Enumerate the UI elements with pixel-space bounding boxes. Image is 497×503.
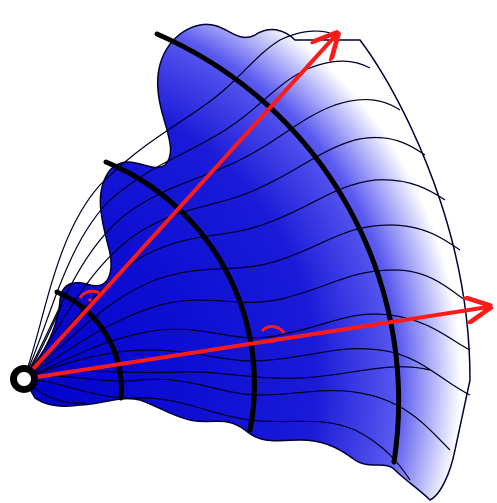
field-line xyxy=(23,269,466,380)
right-angle-dot-lower xyxy=(271,339,275,343)
rays xyxy=(22,35,488,381)
field-line xyxy=(23,179,446,380)
wavefront-inner xyxy=(54,289,124,401)
field-line xyxy=(23,136,426,380)
field-line xyxy=(23,30,336,380)
right-angle-marker-lower xyxy=(260,325,286,334)
wavefront-middle xyxy=(103,159,257,433)
right-angle-marker-upper xyxy=(78,289,100,299)
ray-lower xyxy=(22,307,488,381)
ray-upper xyxy=(22,35,336,381)
field-line xyxy=(23,60,371,380)
right-angle-markers xyxy=(78,289,286,343)
field-line xyxy=(23,224,461,380)
field-line xyxy=(23,348,471,396)
wave-region xyxy=(23,23,471,501)
point-source xyxy=(10,365,38,393)
field-line xyxy=(23,366,431,380)
wavefront-outer xyxy=(154,31,402,465)
field-line xyxy=(23,99,401,380)
wavefronts xyxy=(54,31,402,465)
right-angle-dot-upper xyxy=(88,298,92,302)
